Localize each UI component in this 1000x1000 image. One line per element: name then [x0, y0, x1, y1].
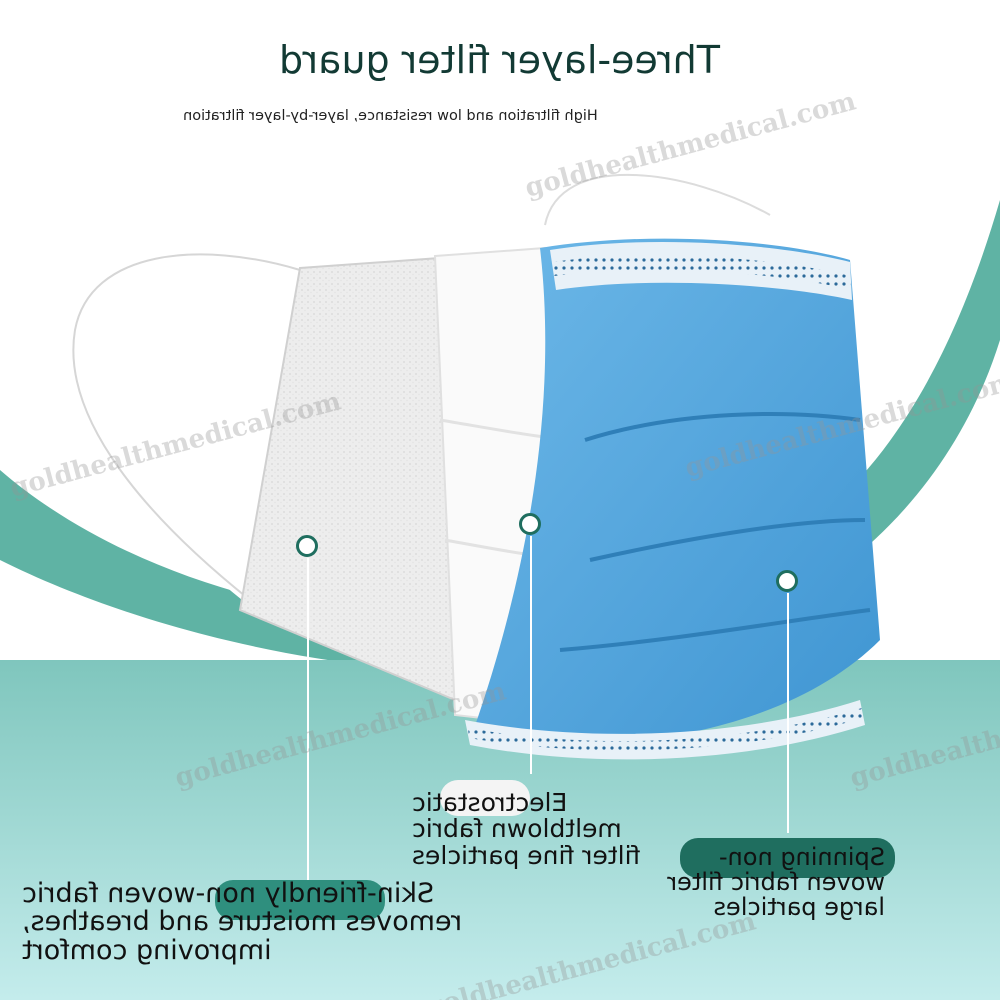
label-middle-layer: Electrostatic meltblown fabric filter fi… — [412, 788, 641, 870]
label-inner-layer: Skin-friendly non-woven fabric removes m… — [22, 878, 463, 966]
marker-outer-layer — [776, 570, 798, 592]
leader-line-middle — [530, 536, 532, 774]
marker-middle-layer — [519, 513, 541, 535]
marker-inner-layer — [296, 535, 318, 557]
label-highlight-middle — [440, 780, 530, 816]
leader-line-inner — [307, 558, 309, 880]
label-highlight-right — [680, 838, 895, 878]
label-outer-layer: Spinning non-woven fabric filter large p… — [667, 843, 885, 922]
page-subtitle: High filtration and low resistance, laye… — [182, 108, 598, 124]
page-title: Three-layer filter guard — [279, 38, 721, 82]
label-highlight-left — [215, 880, 385, 920]
leader-line-outer — [787, 593, 789, 833]
